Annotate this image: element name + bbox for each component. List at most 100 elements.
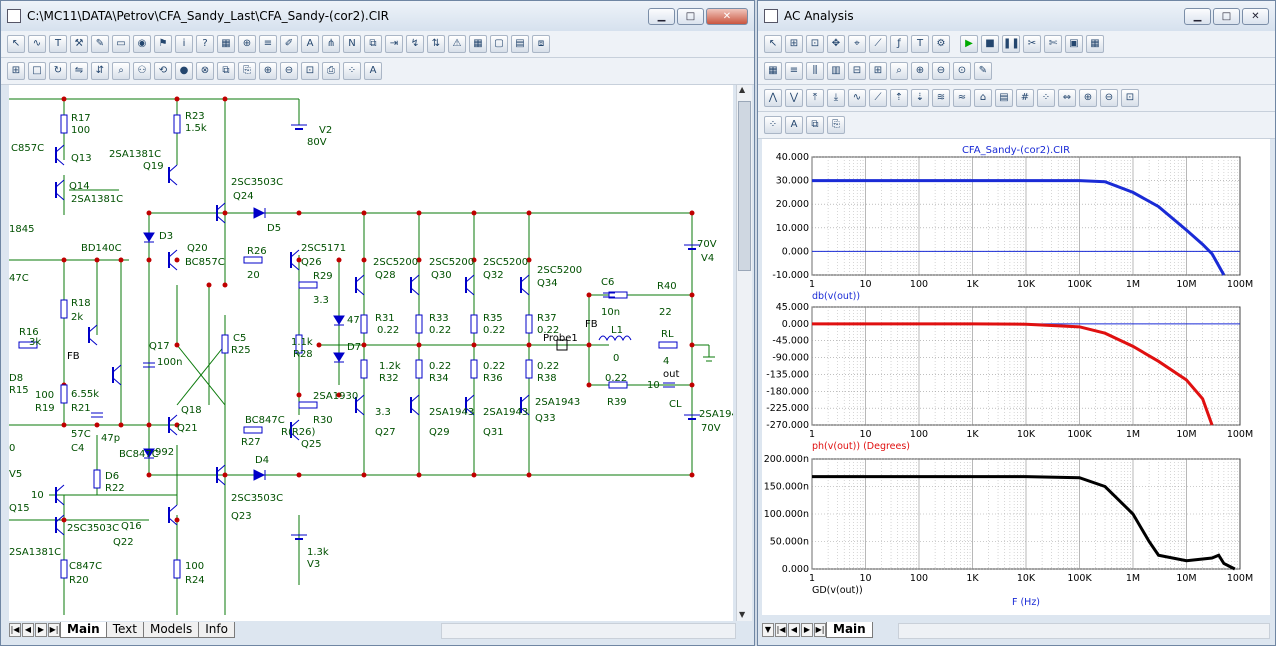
graph-icon[interactable]: ⟋ <box>869 35 887 53</box>
low-icon[interactable]: ⤓ <box>827 89 845 107</box>
page-icon[interactable]: ▢ <box>490 35 508 53</box>
tab-main[interactable]: Main <box>60 622 107 638</box>
inflection-icon[interactable]: ∿ <box>848 89 866 107</box>
extents-icon[interactable]: ⇔ <box>1058 89 1076 107</box>
cursor-icon[interactable]: ⌖ <box>848 35 866 53</box>
zoom-in-2-icon[interactable]: ⊕ <box>1079 89 1097 107</box>
zoom-out-icon[interactable]: ⊖ <box>932 62 950 80</box>
paste-icon[interactable]: ⎘ <box>238 62 256 80</box>
menu-button[interactable]: ▼ <box>762 623 774 637</box>
tab-info[interactable]: Info <box>198 622 235 638</box>
replace-icon[interactable]: ⟲ <box>154 62 172 80</box>
next-page-button[interactable]: ▶ <box>35 623 47 637</box>
pause-icon[interactable]: ❚❚ <box>1002 35 1020 53</box>
component-tool-icon[interactable]: ⚒ <box>70 35 88 53</box>
select-tool-icon[interactable]: ↖ <box>7 35 25 53</box>
zoom-in-icon[interactable]: ⊕ <box>259 62 277 80</box>
zoom-icon[interactable]: ⌕ <box>890 62 908 80</box>
first-page-button[interactable]: |◀ <box>9 623 21 637</box>
tab-models[interactable]: Models <box>142 622 200 638</box>
bus-tool-icon[interactable]: ▭ <box>112 35 130 53</box>
tag-icon[interactable]: ⌂ <box>974 89 992 107</box>
minimize-button[interactable]: ▁ <box>648 7 675 25</box>
paste-icon[interactable]: ⎘ <box>827 116 845 134</box>
run-icon[interactable]: ▶ <box>960 35 978 53</box>
text-tool-icon[interactable]: T <box>49 35 67 53</box>
close-button[interactable]: ✕ <box>1242 7 1269 25</box>
zoom-in-icon[interactable]: ⊕ <box>911 62 929 80</box>
zoom-box-icon[interactable]: ⊡ <box>806 35 824 53</box>
list-tool-icon[interactable]: ≡ <box>259 35 277 53</box>
next-page-button[interactable]: ▶ <box>801 623 813 637</box>
align-icon[interactable]: ⊞ <box>7 62 25 80</box>
node-numbers-icon[interactable]: N <box>343 35 361 53</box>
cut-icon-2[interactable]: ✄ <box>1044 35 1062 53</box>
flag-tool-icon[interactable]: ⚑ <box>154 35 172 53</box>
prev-page-button[interactable]: ◀ <box>22 623 34 637</box>
minimize-button[interactable]: ▁ <box>1184 7 1211 25</box>
print-icon[interactable]: ⎙ <box>322 62 340 80</box>
panel-icon[interactable]: ▥ <box>827 62 845 80</box>
horizontal-scrollbar[interactable] <box>441 623 736 639</box>
peak-icon[interactable]: ⋀ <box>764 89 782 107</box>
zoom-out-2-icon[interactable]: ⊖ <box>1100 89 1118 107</box>
text-tool-icon[interactable]: T <box>911 35 929 53</box>
copy-tool-icon[interactable]: ⧉ <box>364 35 382 53</box>
columns-icon[interactable]: ⫼ <box>806 62 824 80</box>
last-page-button[interactable]: ▶| <box>48 623 60 637</box>
props-icon[interactable]: ⚙ <box>932 35 950 53</box>
font-icon[interactable]: A <box>364 62 382 80</box>
grid-icon[interactable]: ▦ <box>1086 35 1104 53</box>
valley-icon[interactable]: ⋁ <box>785 89 803 107</box>
minus-icon[interactable]: ⊟ <box>848 62 866 80</box>
power-tool-icon[interactable]: ↯ <box>406 35 424 53</box>
tab-main[interactable]: Main <box>826 622 873 638</box>
props-icon[interactable]: ▤ <box>511 35 529 53</box>
points-icon[interactable]: ⁘ <box>1037 89 1055 107</box>
maximize-button[interactable]: □ <box>677 7 704 25</box>
slope-icon[interactable]: ⟋ <box>869 89 887 107</box>
horizontal-scrollbar[interactable] <box>898 623 1270 639</box>
first-page-button[interactable]: |◀ <box>775 623 787 637</box>
vertical-scrollbar[interactable]: ▲ ▼ <box>736 85 752 621</box>
grid-tool-icon[interactable]: ▦ <box>217 35 235 53</box>
zoom-fit-icon[interactable]: ⊡ <box>301 62 319 80</box>
global-high-icon[interactable]: ⇡ <box>890 89 908 107</box>
wave-icon[interactable]: ≋ <box>932 89 950 107</box>
frame-icon[interactable]: ▣ <box>1065 35 1083 53</box>
grid-dots-icon[interactable]: ⁘ <box>764 116 782 134</box>
zoom-fit-icon[interactable]: ⊙ <box>953 62 971 80</box>
rotate-icon[interactable]: ↻ <box>49 62 67 80</box>
prev-page-button[interactable]: ◀ <box>788 623 800 637</box>
probe-tool-icon[interactable]: ◉ <box>133 35 151 53</box>
cut-icon[interactable]: ✂ <box>1023 35 1041 53</box>
font-icon[interactable]: A <box>785 116 803 134</box>
tab-text[interactable]: Text <box>105 622 144 638</box>
copy-icon[interactable]: ⧉ <box>217 62 235 80</box>
info-tool-icon[interactable]: i <box>175 35 193 53</box>
zoom-out-icon[interactable]: ⊖ <box>280 62 298 80</box>
scale-icon[interactable]: ⊞ <box>785 35 803 53</box>
node-tool-icon[interactable]: ⊕ <box>238 35 256 53</box>
voltage-tool-icon[interactable]: ⇅ <box>427 35 445 53</box>
wire-tool-icon[interactable]: ∿ <box>28 35 46 53</box>
close-button[interactable]: ✕ <box>706 7 748 25</box>
zoom-region-icon[interactable]: ⊡ <box>1121 89 1139 107</box>
grid-dots-icon[interactable]: ▦ <box>469 35 487 53</box>
last-page-button[interactable]: ▶| <box>814 623 826 637</box>
formula-icon[interactable]: ƒ <box>890 35 908 53</box>
schematic-titlebar[interactable]: C:\MC11\DATA\Petrov\CFA_Sandy_Last\CFA_S… <box>1 1 754 31</box>
text-attr-icon[interactable]: A <box>301 35 319 53</box>
copy-icon[interactable]: ⧉ <box>806 116 824 134</box>
numbers-icon[interactable]: # <box>1016 89 1034 107</box>
help-tool-icon[interactable]: ? <box>196 35 214 53</box>
maximize-button[interactable]: □ <box>1213 7 1240 25</box>
window-icon[interactable]: ⧈ <box>532 35 550 53</box>
high-icon[interactable]: ⤒ <box>806 89 824 107</box>
ac-titlebar[interactable]: AC Analysis ▁ □ ✕ <box>758 1 1275 31</box>
cancel-icon[interactable]: ⊗ <box>196 62 214 80</box>
stop-icon[interactable]: ■ <box>981 35 999 53</box>
list-icon[interactable]: ≡ <box>785 62 803 80</box>
